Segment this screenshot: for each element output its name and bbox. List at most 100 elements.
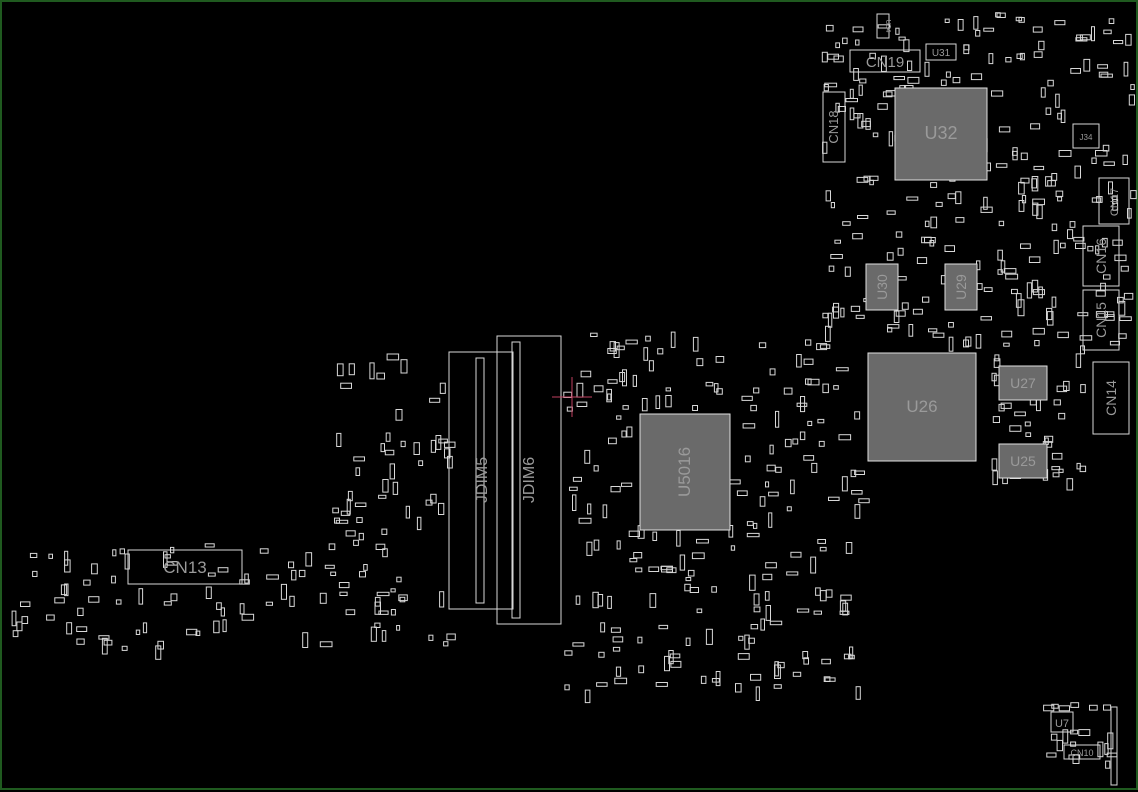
pad xyxy=(821,51,828,63)
pad xyxy=(1053,239,1059,255)
pad xyxy=(762,573,773,581)
pad xyxy=(765,562,777,569)
pad xyxy=(163,601,172,606)
pad xyxy=(378,494,387,499)
pad xyxy=(135,629,141,635)
pad xyxy=(1073,236,1085,242)
pad xyxy=(823,84,829,92)
pad xyxy=(1015,293,1022,308)
pad xyxy=(963,44,970,51)
pad xyxy=(765,481,770,488)
chip-u31[interactable] xyxy=(925,43,957,61)
chip-u32[interactable] xyxy=(894,87,988,181)
pad xyxy=(345,530,356,537)
chip-u29[interactable] xyxy=(944,263,978,311)
chip-u5016[interactable] xyxy=(639,413,731,531)
connector-cn15[interactable] xyxy=(1082,289,1120,351)
pad xyxy=(957,19,964,31)
pad xyxy=(1055,190,1064,197)
pad xyxy=(590,332,598,338)
chip-u26[interactable] xyxy=(867,352,977,462)
pad xyxy=(166,561,178,566)
pad xyxy=(1114,254,1127,262)
pad xyxy=(830,202,835,209)
pad xyxy=(887,324,900,329)
connector-cn19[interactable] xyxy=(849,49,921,73)
pad xyxy=(849,107,855,121)
pad xyxy=(289,595,295,607)
connector-cn17[interactable] xyxy=(1098,177,1130,225)
pad xyxy=(54,597,65,604)
pad xyxy=(895,27,900,35)
pad xyxy=(1108,18,1115,24)
pad xyxy=(753,593,760,606)
pad xyxy=(142,622,148,634)
pad xyxy=(405,505,411,519)
connector-cn10[interactable] xyxy=(1063,744,1101,760)
pad xyxy=(855,39,860,46)
pad xyxy=(280,583,287,600)
pad xyxy=(768,491,779,497)
pad xyxy=(111,575,116,584)
pad xyxy=(241,613,255,621)
pad xyxy=(930,216,938,229)
pad xyxy=(945,71,951,78)
chip-u27[interactable] xyxy=(998,365,1048,401)
crosshair-cursor xyxy=(552,377,592,417)
pad xyxy=(1091,157,1097,164)
pad xyxy=(580,370,592,378)
pad xyxy=(1055,93,1060,108)
chip-j34[interactable] xyxy=(1072,123,1100,149)
pad xyxy=(705,381,714,387)
edge-connector[interactable] xyxy=(1110,706,1118,786)
pad xyxy=(340,510,351,516)
pad xyxy=(679,554,686,571)
chip-u7[interactable] xyxy=(1050,711,1074,733)
pad xyxy=(1005,273,1019,280)
pad xyxy=(825,325,831,342)
pad xyxy=(758,342,767,349)
chip-u30[interactable] xyxy=(865,263,899,311)
pad xyxy=(769,444,774,455)
pad xyxy=(1113,40,1124,45)
pad xyxy=(1018,200,1025,212)
pad xyxy=(392,481,399,495)
connector-cn16[interactable] xyxy=(1082,225,1120,287)
pad xyxy=(353,539,359,546)
slot-jdim6[interactable] xyxy=(496,335,562,625)
slot-jdim5[interactable] xyxy=(448,351,514,610)
chip-u25[interactable] xyxy=(998,443,1048,479)
connector-cn13[interactable] xyxy=(127,549,243,585)
pad xyxy=(382,479,389,493)
pad xyxy=(83,579,91,586)
pad xyxy=(1000,260,1006,273)
pad xyxy=(606,388,612,403)
connector-cn14[interactable] xyxy=(1092,361,1130,435)
pad xyxy=(1087,245,1094,252)
pad xyxy=(1053,399,1061,406)
label-u30: U30 xyxy=(874,274,890,300)
pad xyxy=(924,61,930,77)
pad xyxy=(838,434,852,441)
pad xyxy=(828,496,840,502)
pad xyxy=(382,548,388,558)
pad xyxy=(886,210,896,215)
pad xyxy=(48,553,54,559)
pad xyxy=(586,541,593,556)
pad xyxy=(1026,282,1033,299)
pad xyxy=(908,324,914,337)
pad xyxy=(319,641,333,648)
chip-u34[interactable] xyxy=(876,13,890,39)
pad xyxy=(1105,314,1115,321)
pad xyxy=(576,382,584,398)
pad xyxy=(1032,327,1045,335)
pad xyxy=(1009,425,1022,432)
pad xyxy=(850,305,861,312)
pad xyxy=(416,516,422,531)
connector-cn18[interactable] xyxy=(822,91,846,163)
pad xyxy=(438,502,445,515)
pad xyxy=(835,42,840,49)
pad xyxy=(1020,243,1031,249)
